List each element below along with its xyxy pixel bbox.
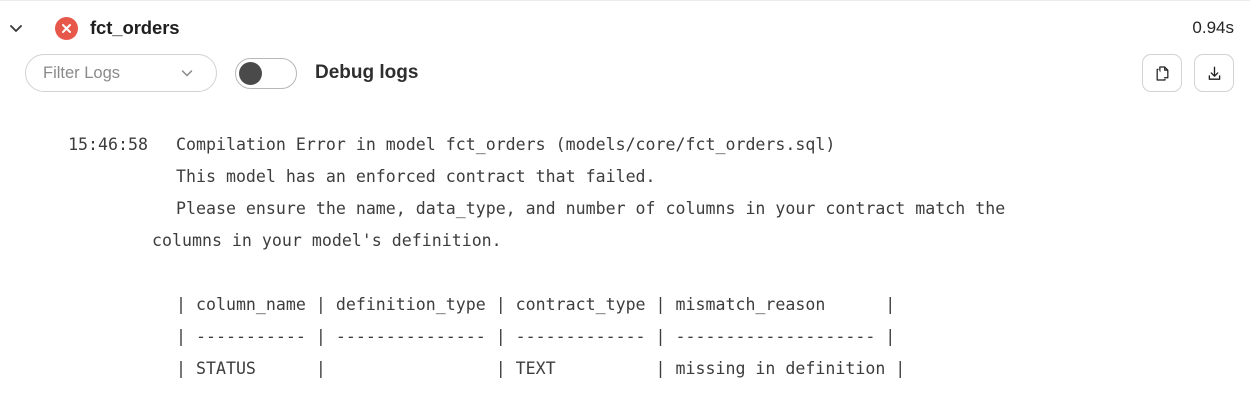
log-table-separator-row: | ----------- | --------------- | ------… <box>176 327 896 346</box>
filter-logs-label: Filter Logs <box>43 63 121 82</box>
log-toolbar: Filter Logs Debug logs <box>0 53 1250 93</box>
status-badge-error-x-icon <box>55 16 78 40</box>
copy-icon <box>1153 64 1172 83</box>
log-entry-line: This model has an enforced contract that… <box>0 161 1250 193</box>
toolbar-actions <box>1142 54 1234 92</box>
expand-collapse-chevron-down-icon[interactable] <box>2 14 30 42</box>
log-table-data-row: | STATUS | | TEXT | missing in definitio… <box>176 359 906 378</box>
log-timestamp: 15:46:58 <box>68 135 148 154</box>
log-message: Please ensure the name, data_type, and n… <box>176 199 1006 218</box>
log-entry-line: 15:46:58 Compilation Error in model fct_… <box>0 129 1250 161</box>
panel-top-divider <box>0 0 1250 1</box>
debug-logs-label: Debug logs <box>315 62 419 83</box>
debug-logs-toggle[interactable] <box>235 57 297 89</box>
chevron-down-icon <box>180 66 194 80</box>
toggle-knob <box>239 61 262 85</box>
log-message: This model has an enforced contract that… <box>176 167 656 186</box>
node-title: fct_orders <box>90 17 180 38</box>
log-message: Compilation Error in model fct_orders (m… <box>176 135 836 154</box>
filter-logs-select[interactable]: Filter Logs <box>25 54 217 92</box>
download-icon <box>1205 64 1224 83</box>
log-table-header-row: | column_name | definition_type | contra… <box>176 295 896 314</box>
log-output[interactable]: — — . 15:46:58 Compilation Error in mode… <box>0 100 1250 404</box>
log-blank-line <box>0 257 1250 289</box>
log-panel-header: fct_orders 0.94s <box>0 11 1250 45</box>
log-message-wrapped: columns in your model's definition. <box>152 231 502 250</box>
download-logs-button[interactable] <box>1194 54 1234 92</box>
copy-logs-button[interactable] <box>1142 54 1182 92</box>
log-entry-line: Please ensure the name, data_type, and n… <box>0 193 1250 225</box>
run-duration: 0.94s <box>1192 18 1234 37</box>
clipped-previous-line: — — . <box>0 100 1250 109</box>
